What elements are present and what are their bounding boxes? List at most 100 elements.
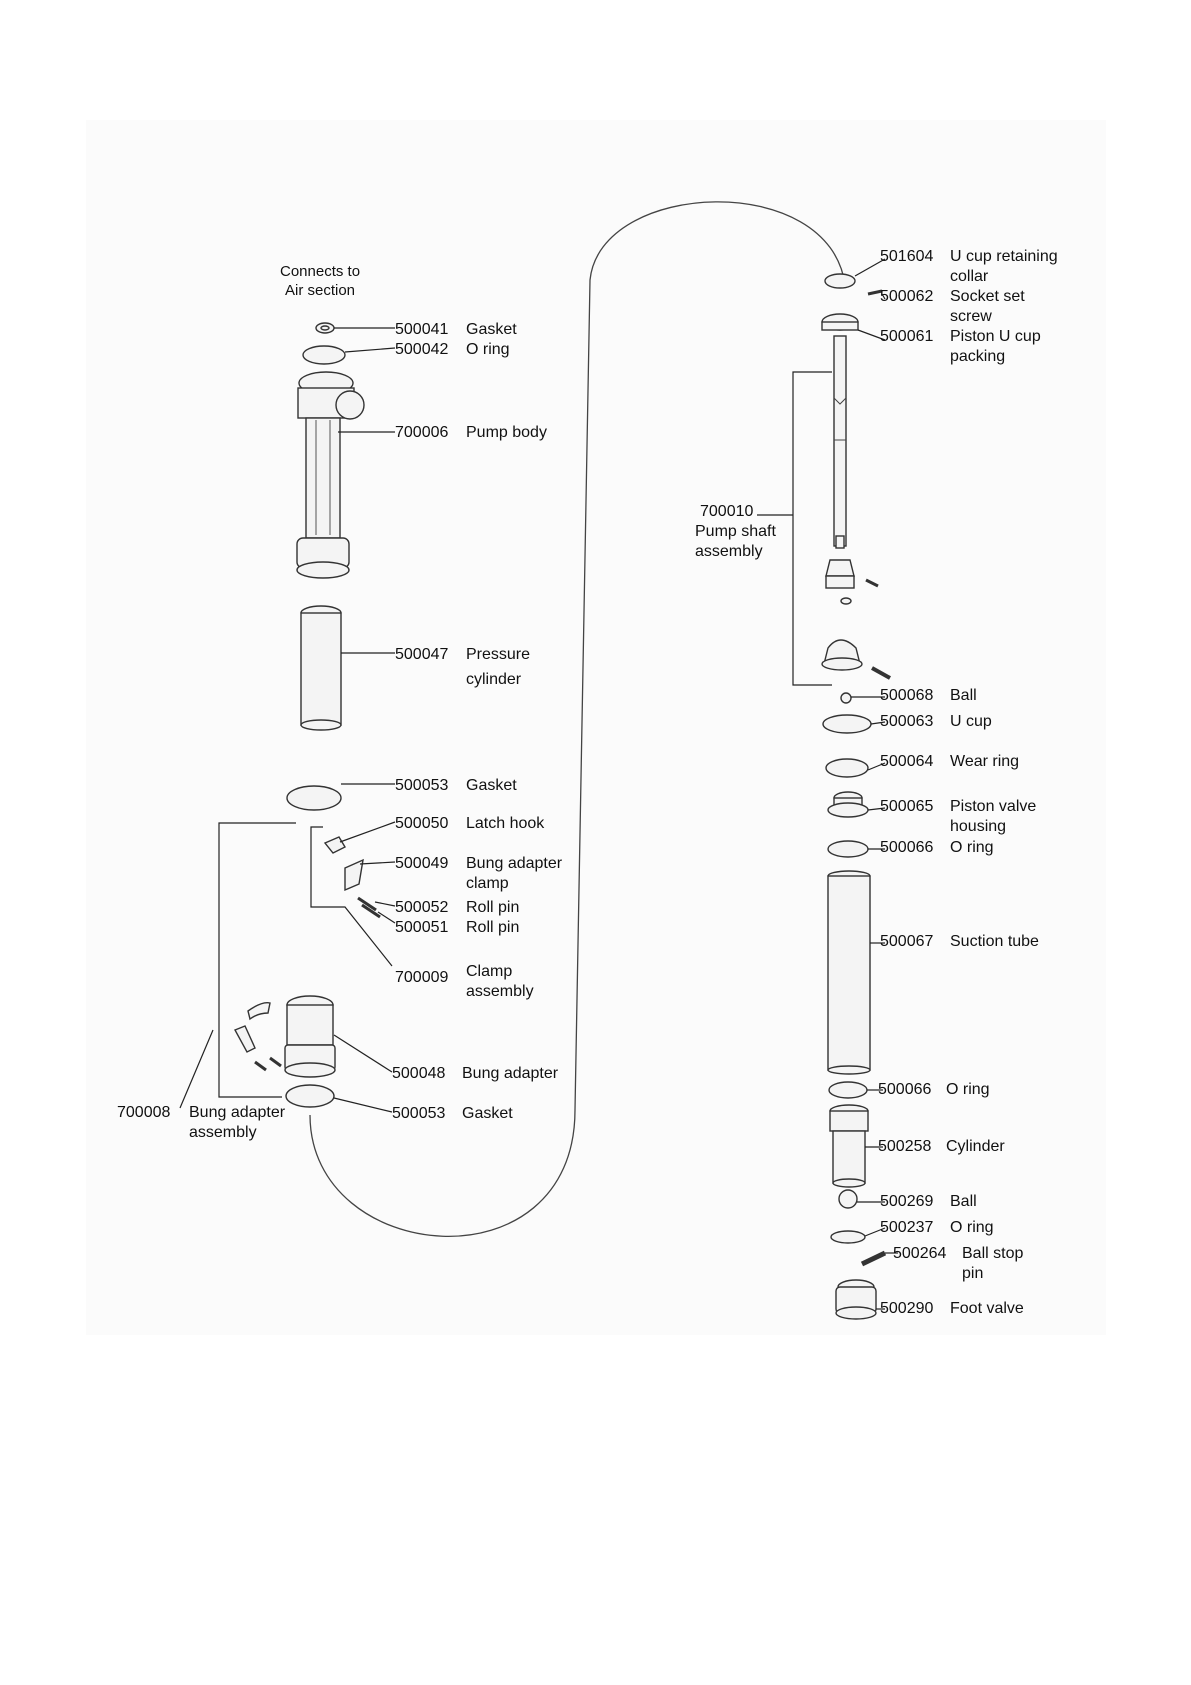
part-number: 500068 bbox=[880, 687, 934, 704]
part-description: O ring bbox=[466, 341, 510, 358]
part-500290-foot-valve bbox=[835, 1279, 877, 1320]
part-number: 500066 bbox=[880, 839, 934, 856]
part-number: 500063 bbox=[880, 713, 934, 730]
part-number: 500061 bbox=[880, 328, 934, 345]
part-500067-suction-tube bbox=[827, 870, 871, 1075]
part-number: 500264 bbox=[893, 1245, 947, 1262]
part-description: Pump body bbox=[466, 424, 547, 441]
part-500064-wear-ring bbox=[825, 758, 869, 778]
bracket-700009 bbox=[310, 826, 393, 967]
part-number: 500049 bbox=[395, 855, 449, 872]
part-500053-gasket-bottom bbox=[285, 1084, 335, 1108]
part-description: O ring bbox=[946, 1081, 990, 1098]
part-500066-o-ring-bottom bbox=[828, 1081, 868, 1099]
connects-note-line-2: Air section bbox=[285, 282, 356, 299]
part-description: U cup retaining bbox=[950, 248, 1058, 265]
part-number: 500064 bbox=[880, 753, 934, 770]
part-description: Pressure bbox=[466, 646, 531, 663]
part-description: Piston U cup bbox=[950, 328, 1041, 345]
part-number: 500258 bbox=[878, 1138, 932, 1155]
part-number: 500051 bbox=[395, 919, 449, 936]
part-pump-shaft bbox=[821, 335, 891, 680]
part-description: Ball bbox=[950, 1193, 977, 1210]
part-500065-piston-valve-housing bbox=[827, 791, 869, 818]
part-number: 500065 bbox=[880, 798, 934, 815]
part-description: O ring bbox=[950, 1219, 994, 1236]
bracket-700008 bbox=[218, 822, 296, 1098]
part-number: 500053 bbox=[392, 1105, 446, 1122]
part-description: Clamp bbox=[466, 963, 513, 980]
connects-note: Connects to Air section bbox=[280, 262, 360, 300]
part-description: Latch hook bbox=[466, 815, 545, 832]
part-number: 500067 bbox=[880, 933, 934, 950]
part-description: Socket set bbox=[950, 288, 1025, 305]
part-description: pin bbox=[962, 1265, 984, 1282]
part-description: cylinder bbox=[466, 671, 522, 688]
part-500269-ball bbox=[838, 1189, 858, 1209]
part-500258-cylinder bbox=[829, 1104, 869, 1188]
assembly-number: 700010 bbox=[700, 503, 754, 520]
left-leader-lines bbox=[179, 327, 396, 1113]
part-description: Suction tube bbox=[950, 933, 1039, 950]
part-number: 500269 bbox=[880, 1193, 934, 1210]
part-description: U cup bbox=[950, 713, 992, 730]
part-description: packing bbox=[950, 348, 1006, 365]
part-description: Bung adapter bbox=[462, 1065, 559, 1082]
bracket-700010 bbox=[792, 371, 832, 686]
assembly-number: 700008 bbox=[117, 1104, 171, 1121]
assembly-description: Bung adapter bbox=[189, 1104, 286, 1121]
part-500041-gasket bbox=[315, 322, 335, 334]
part-500047-pressure-cylinder bbox=[300, 605, 342, 731]
part-description: Roll pin bbox=[466, 919, 520, 936]
part-description: screw bbox=[950, 308, 992, 325]
part-number: 500290 bbox=[880, 1300, 934, 1317]
part-500053-gasket-top bbox=[286, 785, 342, 811]
part-description: assembly bbox=[466, 983, 534, 1000]
part-number: 500052 bbox=[395, 899, 449, 916]
part-description: O ring bbox=[950, 839, 994, 856]
diagram-background bbox=[86, 120, 1106, 1335]
part-500061-packing bbox=[821, 313, 859, 331]
part-500264-pin bbox=[860, 1250, 887, 1267]
assembly-description: assembly bbox=[189, 1124, 257, 1141]
part-description: Gasket bbox=[462, 1105, 513, 1122]
part-number: 500047 bbox=[395, 646, 449, 663]
part-number: 700009 bbox=[395, 969, 449, 986]
part-description: Ball bbox=[950, 687, 977, 704]
part-500062-screw bbox=[867, 289, 883, 296]
part-description: Cylinder bbox=[946, 1138, 1005, 1155]
part-501604-collar bbox=[824, 273, 856, 289]
part-number: 500062 bbox=[880, 288, 934, 305]
part-description: Foot valve bbox=[950, 1300, 1024, 1317]
assembly-description: Pump shaft bbox=[695, 523, 776, 540]
part-number: 500042 bbox=[395, 341, 449, 358]
part-description: Roll pin bbox=[466, 899, 520, 916]
part-number: 500237 bbox=[880, 1219, 934, 1236]
part-700006-pump-body bbox=[296, 371, 365, 579]
part-description: Ball stop bbox=[962, 1245, 1024, 1262]
part-number: 700006 bbox=[395, 424, 449, 441]
part-500068-ball bbox=[840, 692, 852, 704]
part-500042-o-ring bbox=[302, 345, 346, 365]
part-number: 500048 bbox=[392, 1065, 446, 1082]
part-number: 500053 bbox=[395, 777, 449, 794]
part-description: Gasket bbox=[466, 321, 517, 338]
part-number: 501604 bbox=[880, 248, 934, 265]
part-description: housing bbox=[950, 818, 1007, 835]
part-description: collar bbox=[950, 268, 989, 285]
part-500066-o-ring-top bbox=[827, 840, 869, 858]
part-500048-bung-adapter bbox=[284, 995, 336, 1078]
part-description: Bung adapter bbox=[466, 855, 563, 872]
part-500237-o-ring bbox=[830, 1230, 866, 1244]
part-description: Piston valve bbox=[950, 798, 1037, 815]
part-description: clamp bbox=[466, 875, 509, 892]
part-description: Gasket bbox=[466, 777, 517, 794]
part-bung-clamp-loose bbox=[234, 1001, 282, 1072]
hose-line bbox=[309, 201, 846, 1238]
right-leader-lines bbox=[851, 258, 898, 1310]
part-number: 500066 bbox=[878, 1081, 932, 1098]
part-clamp-small-parts bbox=[323, 836, 381, 919]
part-number: 500050 bbox=[395, 815, 449, 832]
part-description: Wear ring bbox=[950, 753, 1020, 770]
